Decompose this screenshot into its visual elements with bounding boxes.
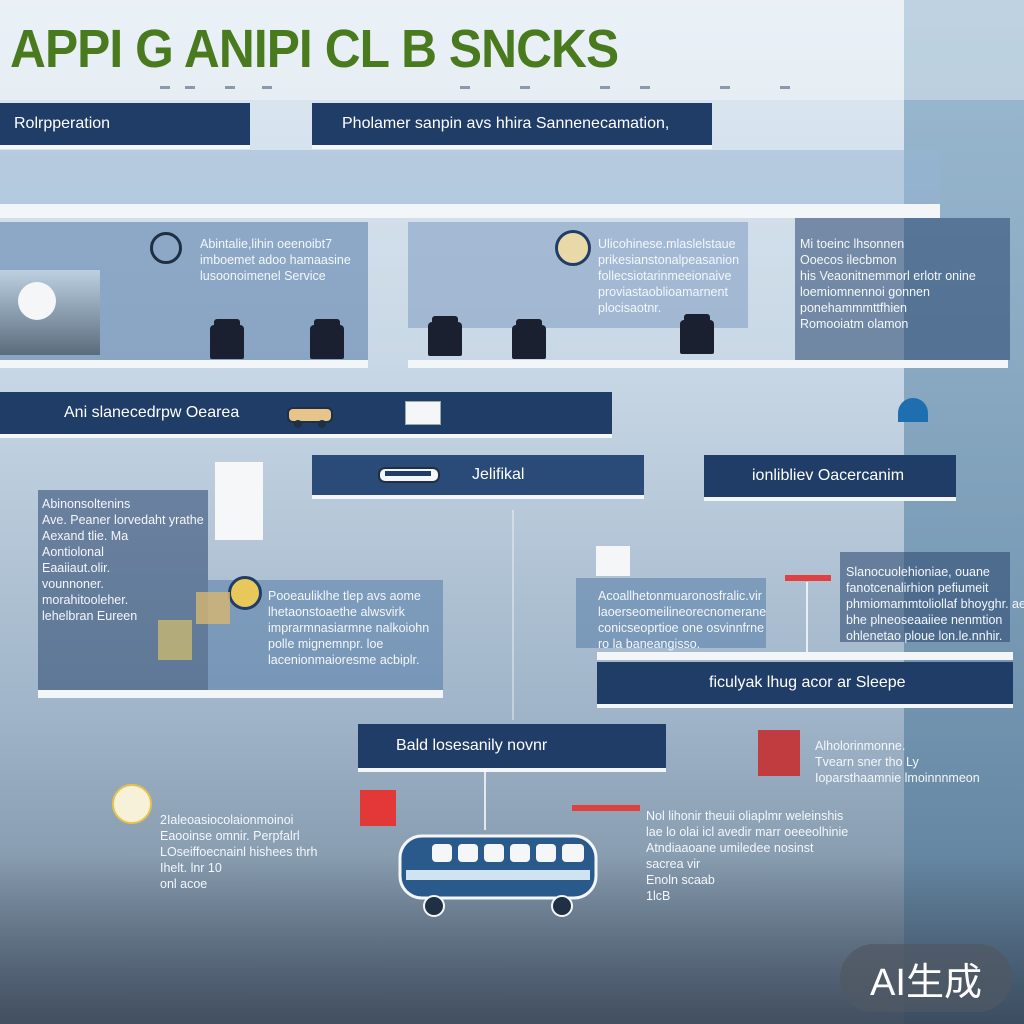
divider — [640, 86, 650, 89]
section-header-2: Pholamer sanpin avs hhira Sannenecamatio… — [312, 103, 712, 149]
info-text: Slanocuolehioniae, ouane fanotcenalirhio… — [846, 565, 1024, 643]
section-header-label: Ani slanecedrpw Oearea — [64, 404, 240, 421]
section-header-label: Jelifikal — [472, 466, 525, 483]
section-header-1: Rolrpperation — [0, 103, 250, 149]
divider — [160, 86, 170, 89]
divider — [0, 204, 940, 218]
divider — [460, 86, 470, 89]
section-header-6: ficulyak lhug acor ar Sleepe — [597, 662, 1013, 708]
pole — [484, 770, 486, 830]
info-text: Abintalie,lihin oeenoibt7 imboemet adoo … — [200, 237, 351, 283]
seat-icon — [428, 316, 462, 356]
divider — [262, 86, 272, 89]
info-text: Pooeauliklhe tlep avs aome lhetaonstoaet… — [268, 589, 430, 667]
info-panel-6 — [576, 578, 766, 648]
clock-icon — [150, 232, 182, 264]
page-title: APPI G ANIPI CL B SNCKS — [10, 19, 619, 79]
bus-icon — [284, 398, 338, 430]
clock-icon — [228, 576, 262, 610]
divider — [720, 86, 730, 89]
light-marker — [785, 575, 831, 581]
divider — [408, 360, 1008, 368]
info-text: Alholorinmonne. Tvearn sner tho Ly Iopar… — [815, 739, 980, 785]
section-header-label: ionlibliev Oacercanim — [752, 467, 905, 484]
info-text: Nol lihonir theuii oliaplmr weleinshis l… — [646, 809, 849, 903]
plane-icon — [898, 398, 928, 422]
info-text: Acoallhetonmuaronosfralic.vir laoerseome… — [598, 589, 767, 651]
section-header-label: Bald losesanily novnr — [396, 737, 548, 754]
divider — [600, 86, 610, 89]
divider — [780, 86, 790, 89]
bus-icon — [392, 830, 604, 920]
sign-icon — [405, 401, 441, 425]
section-header-label: Pholamer sanpin avs hhira Sannenecamatio… — [342, 115, 670, 132]
divider — [597, 652, 1013, 660]
section-header-label: ficulyak lhug acor ar Sleepe — [709, 674, 906, 691]
info-text: Mi toeinc lhsonnen Ooecos ilecbmon his V… — [800, 237, 976, 331]
seat-icon — [512, 319, 546, 359]
light-marker — [572, 805, 640, 811]
document-icon — [215, 462, 263, 540]
clock-icon — [112, 784, 152, 824]
pole — [806, 582, 808, 652]
pole — [512, 510, 514, 720]
section-header-5: ionlibliev Oacercanim — [704, 455, 956, 501]
sign-icon — [596, 546, 630, 576]
decor-shape — [158, 620, 192, 660]
seat-icon — [310, 319, 344, 359]
seat-icon — [680, 314, 714, 354]
divider — [0, 360, 368, 368]
section-header-4: Jelifikal — [312, 455, 644, 499]
train-icon — [375, 462, 445, 490]
seat-icon — [210, 319, 244, 359]
divider — [185, 86, 195, 89]
photo-thumbnail — [0, 270, 100, 355]
divider — [520, 86, 530, 89]
divider — [38, 690, 443, 698]
alert-icon — [758, 730, 800, 776]
info-band — [0, 150, 940, 206]
stop-sign-icon — [360, 790, 396, 826]
divider — [225, 86, 235, 89]
section-header-7: Bald losesanily novnr — [358, 724, 666, 772]
info-panel-3 — [795, 218, 1010, 360]
section-header-label: Rolrpperation — [14, 115, 111, 132]
info-text: 2Ialeoasiocolaionmoinoi Eaooinse omnir. … — [160, 813, 318, 891]
info-text: Ulicohinese.mlaslelstaue prikesianstonal… — [598, 237, 740, 315]
decor-shape — [196, 592, 230, 624]
clock-icon — [555, 230, 591, 266]
info-panel-7 — [840, 552, 1010, 642]
ai-generated-badge: AI生成 — [840, 944, 1012, 1012]
badge-label: AI生成 — [870, 961, 982, 1004]
info-text: Abinonsoltenins Ave. Peaner lorvedaht yr… — [42, 497, 204, 623]
background-haze — [0, 0, 1024, 100]
